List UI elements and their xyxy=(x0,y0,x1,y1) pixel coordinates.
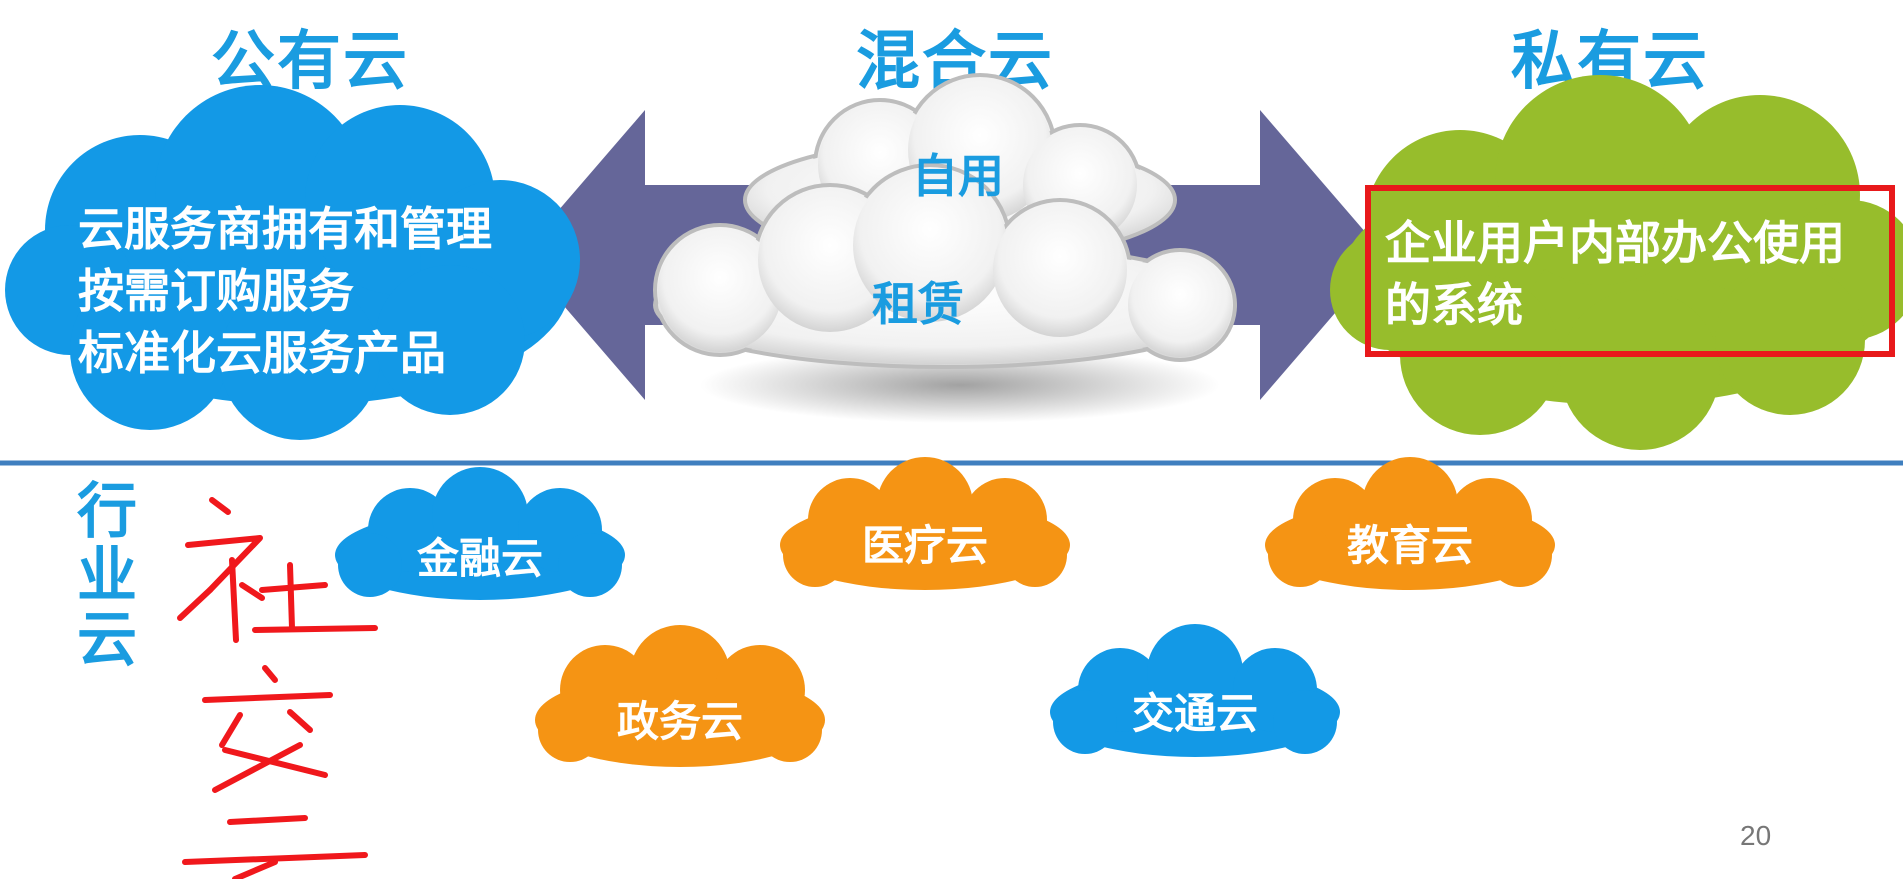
government-cloud-label: 政务云 xyxy=(616,697,743,746)
hybrid-cloud-shadow xyxy=(700,347,1220,423)
education-cloud-label: 教育云 xyxy=(1346,521,1473,570)
finance-cloud-shape xyxy=(335,467,625,600)
finance-cloud-label: 金融云 xyxy=(416,534,543,583)
highlight-box xyxy=(1365,185,1895,357)
private-cloud-shape xyxy=(1330,75,1903,450)
public-cloud-description: 云服务商拥有和管理 按需订购服务 标准化云服务产品 xyxy=(78,198,492,384)
handwritten-annotation xyxy=(177,497,378,879)
hybrid-cloud-self-use-label: 自用 xyxy=(912,149,1004,203)
transport-cloud-label: 交通云 xyxy=(1131,689,1258,738)
industry-cloud-label: 行业云 xyxy=(77,477,137,675)
medical-cloud-shape xyxy=(780,457,1070,590)
government-cloud-shape xyxy=(535,625,825,767)
public-cloud-line-1: 云服务商拥有和管理 xyxy=(78,202,492,256)
public-cloud-line-2: 按需订购服务 xyxy=(78,264,354,318)
public-cloud-shape xyxy=(5,85,580,440)
page-number: 20 xyxy=(1740,820,1772,851)
medical-cloud-label: 医疗云 xyxy=(861,521,988,570)
public-cloud-line-3: 标准化云服务产品 xyxy=(78,326,446,380)
private-cloud-description: 企业用户内部办公使用 的系统 xyxy=(1385,212,1845,336)
hybrid-cloud-lease-label: 租赁 xyxy=(872,277,964,331)
hybrid-cloud-lower-fill xyxy=(658,168,1232,364)
private-cloud-line-1: 企业用户内部办公使用 xyxy=(1385,216,1845,270)
education-cloud-shape xyxy=(1265,457,1555,590)
transport-cloud-shape xyxy=(1050,624,1340,757)
private-cloud-line-2: 的系统 xyxy=(1385,278,1523,332)
